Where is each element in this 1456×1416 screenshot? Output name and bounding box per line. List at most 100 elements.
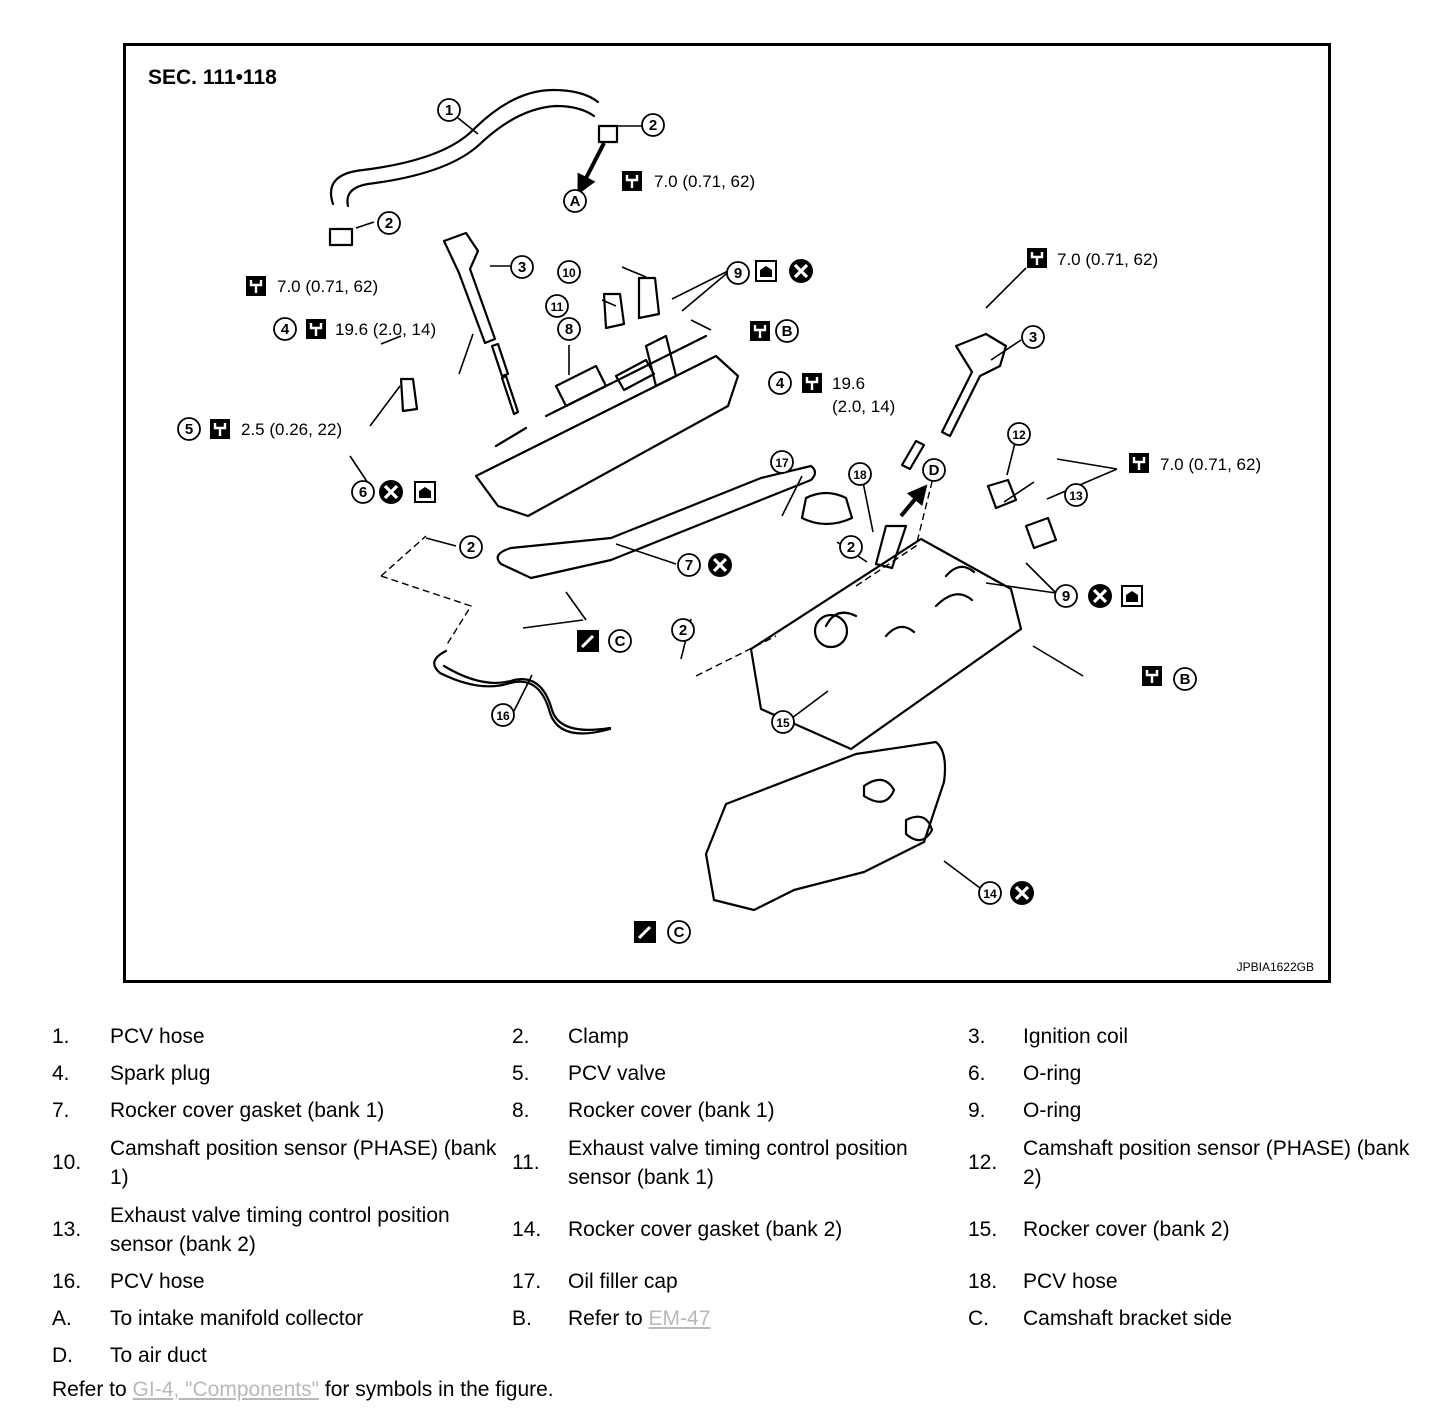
svg-text:16: 16	[496, 709, 510, 723]
legend-number: A.	[52, 1306, 72, 1330]
legend-text: To intake manifold collector	[110, 1307, 364, 1330]
legend-number: 15.	[968, 1217, 998, 1241]
ignition-coil-bank2	[940, 332, 1008, 438]
svg-text:9: 9	[734, 265, 742, 282]
rocker-cover-gasket-bank2-inner	[862, 778, 934, 842]
pcv-hose-18	[874, 524, 908, 570]
svg-text:D: D	[929, 462, 940, 479]
legend-text: PCV hose	[110, 1270, 205, 1293]
svg-text:11: 11	[551, 300, 564, 314]
replace-x-icon	[377, 478, 405, 506]
torque-wrench-icon	[304, 317, 328, 341]
dash-line-3	[855, 465, 937, 587]
spark-plug-bank1	[490, 342, 520, 416]
legend-number: 13.	[52, 1217, 82, 1241]
legend-text: Refer to EM-47	[568, 1304, 958, 1333]
legend-text: Rocker cover gasket (bank 1)	[110, 1099, 385, 1122]
torque-label-6a: 19.6	[832, 374, 865, 393]
svg-text:2: 2	[467, 539, 475, 556]
legend-text: Camshaft position sensor (PHASE) (bank 2…	[1023, 1136, 1410, 1189]
torque-wrench-icon	[800, 371, 824, 395]
legend-text: Camshaft bracket side	[1023, 1307, 1232, 1330]
cam-sensor-11	[602, 292, 626, 330]
legend-text: Oil filler cap	[568, 1270, 678, 1293]
svg-text:2: 2	[847, 539, 855, 556]
rocker-cover-bank1-detail	[554, 334, 678, 408]
svg-text:2: 2	[385, 215, 393, 232]
legend-text: Exhaust valve timing control position se…	[110, 1203, 450, 1256]
replace-x-icon	[706, 551, 734, 579]
clamp-top	[597, 124, 619, 144]
replace-x-icon	[787, 257, 815, 285]
legend-row: 7.Rocker cover gasket (bank 1) 8.Rocker …	[52, 1092, 1422, 1129]
clamp-left	[328, 227, 354, 247]
em-47-link[interactable]: EM-47	[648, 1307, 711, 1330]
legend-number: 14.	[512, 1217, 542, 1241]
legend-number: 7.	[52, 1098, 70, 1122]
cam-sensor-10	[637, 276, 661, 320]
legend-text: Camshaft position sensor (PHASE) (bank 1…	[110, 1136, 497, 1189]
svg-text:5: 5	[185, 421, 193, 438]
svg-text:B: B	[782, 323, 793, 340]
oil-can-icon	[755, 260, 777, 282]
legend-number: 11.	[512, 1150, 540, 1174]
legend-row: 1.PCV hose 2.Clamp 3.Ignition coil	[52, 1018, 1422, 1055]
legend-number: 8.	[512, 1098, 530, 1122]
torque-label-6b: (2.0, 14)	[832, 397, 895, 416]
legend-number: 6.	[968, 1061, 986, 1085]
torque-wrench-icon	[748, 319, 772, 343]
torque-wrench-icon	[620, 169, 644, 193]
legend-text-prefix: Refer to	[568, 1307, 649, 1330]
legend-text: Rocker cover (bank 2)	[1023, 1218, 1230, 1241]
arrow-a	[577, 142, 606, 195]
rocker-cover-bank1	[474, 334, 740, 518]
torque-label-5: 7.0 (0.71, 62)	[1057, 250, 1158, 269]
torque-label-3: 19.6 (2.0, 14)	[335, 320, 436, 339]
svg-text:10: 10	[562, 266, 576, 280]
svg-text:A: A	[570, 193, 581, 210]
gi-4-components-link[interactable]: GI-4, "Components"	[132, 1378, 320, 1401]
section-title: SEC. 111•118	[148, 66, 277, 89]
rocker-cover-bank2-detail	[824, 565, 976, 638]
legend-number: 5.	[512, 1061, 530, 1085]
rocker-cover-gasket-bank2	[704, 740, 947, 912]
figure-id: JPBIA1622GB	[1236, 960, 1314, 974]
sealant-icon	[632, 919, 658, 945]
torque-wrench-icon	[1025, 246, 1049, 270]
legend-number: 2.	[512, 1024, 530, 1048]
svg-text:8: 8	[565, 321, 573, 338]
svg-text:15: 15	[776, 716, 790, 730]
legend-text: PCV hose	[110, 1025, 205, 1048]
legend-text: Clamp	[568, 1025, 629, 1048]
torque-wrench-icon	[1127, 451, 1151, 475]
ignition-coil-bank1	[442, 231, 497, 345]
svg-text:C: C	[674, 924, 685, 941]
legend-text: Rocker cover gasket (bank 2)	[568, 1218, 843, 1241]
legend-number: 16.	[52, 1269, 82, 1293]
replace-x-icon	[1008, 879, 1036, 907]
svg-text:3: 3	[1029, 329, 1037, 346]
legend-text: PCV hose	[1023, 1270, 1118, 1293]
torque-wrench-icon	[208, 417, 232, 441]
svg-text:4: 4	[281, 321, 290, 338]
svg-text:14: 14	[983, 887, 997, 901]
oil-can-icon	[414, 481, 436, 503]
rocker-cover-bank2	[749, 537, 1023, 751]
cam-sensor-13	[1024, 516, 1058, 550]
torque-label-4: 2.5 (0.26, 22)	[241, 420, 342, 439]
note-text: for symbols in the figure.	[319, 1378, 554, 1401]
legend-row: 16.PCV hose 17.Oil filler cap 18.PCV hos…	[52, 1263, 1422, 1300]
legend-text: Ignition coil	[1023, 1025, 1129, 1048]
note-text: Refer to	[52, 1378, 133, 1401]
legend-number: B.	[512, 1306, 532, 1330]
svg-text:6: 6	[359, 484, 367, 501]
legend-number: 9.	[968, 1098, 986, 1122]
exploded-diagram: 1 2 2 3 8 10 11 9 4 5 6 2 7 C 2 16 A B 4…	[123, 43, 1331, 983]
torque-label-7: 7.0 (0.71, 62)	[1160, 455, 1261, 474]
pcv-valve	[399, 377, 419, 413]
svg-text:B: B	[1180, 671, 1191, 688]
legend-number: D.	[52, 1343, 73, 1367]
rocker-cover-gasket-bank1	[496, 464, 817, 580]
legend-number: 17.	[512, 1269, 542, 1293]
spark-plug-bank2	[900, 439, 926, 471]
